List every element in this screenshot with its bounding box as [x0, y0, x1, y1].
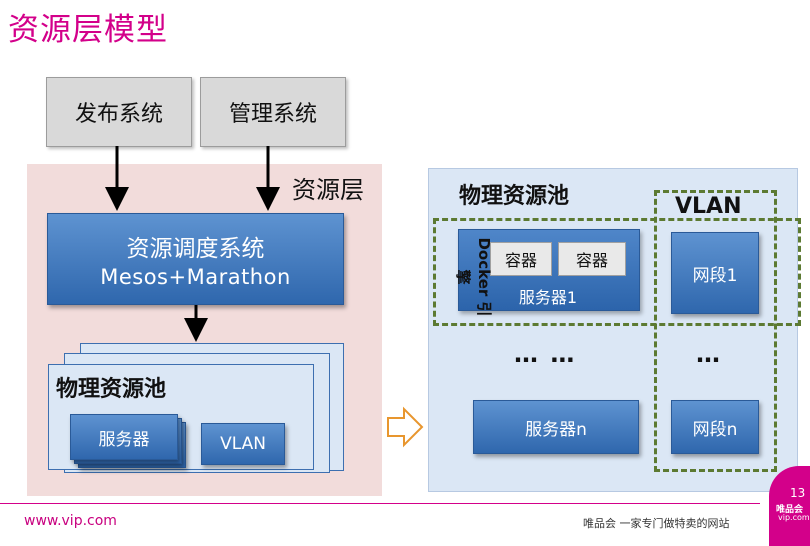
right-pool-title: 物理资源池	[459, 184, 570, 209]
left-pool-title: 物理资源池	[56, 377, 167, 402]
logo-sub: vip.com	[778, 513, 810, 522]
left-vlan-box: VLAN	[201, 423, 285, 465]
segment-1-box: 网段1	[671, 232, 759, 314]
logo-text: 唯品会	[776, 505, 804, 515]
scheduler-name: 资源调度系统	[126, 236, 265, 262]
page-number: 13	[790, 486, 806, 500]
server-1-label: 服务器1	[518, 288, 578, 307]
server-dots: … …	[514, 340, 577, 368]
scheduler-box: 资源调度系统 Mesos+Marathon	[47, 213, 344, 305]
publish-system-box: 发布系统	[46, 77, 192, 147]
vlan-dashed-outline	[654, 190, 777, 472]
manage-system-box: 管理系统	[200, 77, 346, 147]
server-n-box: 服务器n	[473, 400, 639, 454]
footer-divider	[0, 503, 760, 504]
footer-url[interactable]: www.vip.com	[24, 513, 117, 529]
segment-n-box: 网段n	[671, 400, 759, 454]
left-server-box: 服务器	[70, 414, 178, 460]
hollow-arrow-icon	[387, 406, 424, 448]
scheduler-tech: Mesos+Marathon	[100, 265, 291, 289]
segment-dots: …	[696, 340, 722, 368]
vlan-label: VLAN	[675, 194, 742, 219]
page-title: 资源层模型	[8, 12, 168, 48]
docker-engine-dashed-outline	[433, 218, 801, 326]
vip-logo-badge	[769, 466, 810, 546]
container-2: 容器	[558, 242, 626, 276]
resource-layer-label: 资源层	[292, 176, 364, 204]
container-1: 容器	[490, 242, 552, 276]
footer-slogan: 唯品会 一家专门做特卖的网站	[583, 517, 730, 530]
